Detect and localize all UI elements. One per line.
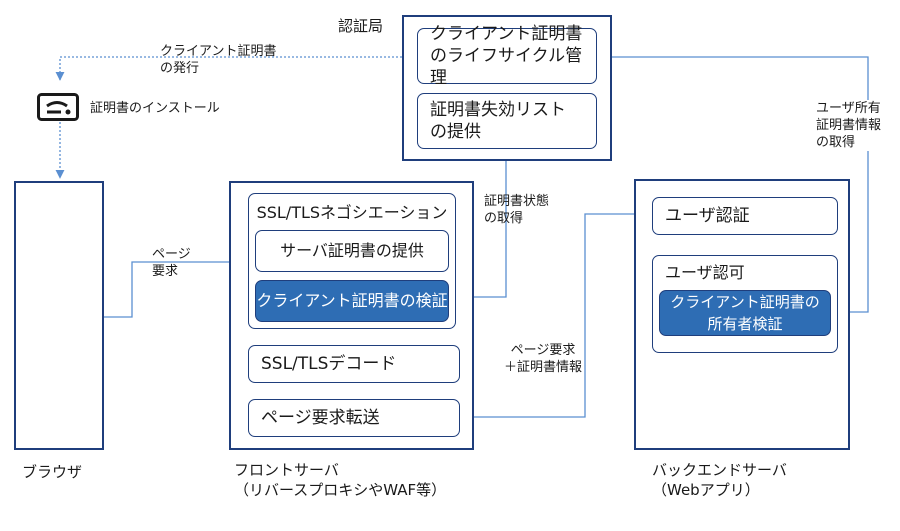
certificate-authority-box: クライアント証明書 のライフサイクル管理 証明書失効リスト の提供	[402, 15, 612, 161]
user-authz-group: ユーザ認可 クライアント証明書の 所有者検証	[652, 255, 838, 353]
cert-issue-label: クライアント証明書 の発行	[160, 44, 277, 76]
user-authz-title: ユーザ認可	[665, 263, 745, 282]
front-server-caption: フロントサーバ （リバースプロキシやWAF等）	[234, 461, 447, 499]
ssl-decode-item: SSL/TLSデコード	[248, 345, 460, 383]
ca-crl-item: 証明書失効リスト の提供	[417, 93, 597, 149]
user-auth-item: ユーザ認証	[652, 197, 838, 235]
owner-cert-info-label: ユーザ所有 証明書情報 の取得	[816, 100, 882, 151]
front-server-box: SSL/TLSネゴシエーション サーバ証明書の提供 クライアント証明書の検証 S…	[229, 181, 474, 450]
ca-lifecycle-item: クライアント証明書 のライフサイクル管理	[417, 24, 597, 88]
backend-server-box: ユーザ認証 ユーザ認可 クライアント証明書の 所有者検証	[634, 179, 850, 450]
page-request-label: ページ 要求	[152, 247, 191, 279]
owner-verify-item: クライアント証明書の 所有者検証	[659, 290, 831, 336]
install-label: 証明書のインストール	[90, 101, 220, 116]
forward-arrow	[458, 209, 649, 418]
cert-status-label: 証明書状態 の取得	[484, 194, 550, 226]
page-forward-item: ページ要求転送	[248, 399, 460, 437]
ssl-negotiation-group: SSL/TLSネゴシエーション サーバ証明書の提供 クライアント証明書の検証	[248, 193, 456, 329]
browser-caption: ブラウザ	[22, 463, 83, 481]
backend-server-caption: バックエンドサーバ （Webアプリ）	[652, 461, 787, 499]
server-cert-item: サーバ証明書の提供	[255, 230, 449, 272]
request-with-cert-label: ページ要求 ＋証明書情報	[504, 343, 583, 375]
cert-issue-arrow	[55, 56, 402, 81]
page-request-arrow	[104, 257, 245, 318]
client-cert-verify-item: クライアント証明書の検証	[255, 280, 449, 322]
ca-title: 認証局	[338, 17, 384, 35]
ssl-negotiation-title: SSL/TLSネゴシエーション	[256, 203, 448, 222]
certificate-card-icon	[37, 93, 79, 121]
browser-box	[14, 181, 104, 450]
